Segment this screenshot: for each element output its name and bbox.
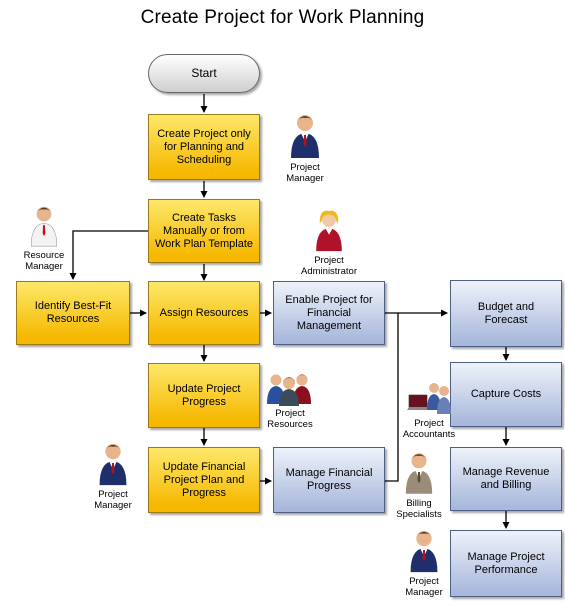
budget-forecast-node: Budget and Forecast [450,280,562,347]
manage-revenue-node: Manage Revenue and Billing [450,447,562,511]
line-enable-to-manage-financial [385,313,399,482]
update-financial-label: Update Financial Project Plan and Progre… [162,460,246,499]
role-project-accountants-label: Project Accountants [402,418,456,440]
start-label: Start [191,66,217,80]
create-tasks-label: Create Tasks Manually or from Work Plan … [154,211,254,250]
role-project-administrator-label: Project Administrator [301,255,357,277]
manage-financial-label: Manage Financial Progress [285,467,373,492]
role-project-manager-bottom-label: Project Manager [405,576,443,598]
role-project-resources: Project Resources [260,370,320,430]
role-billing-specialists: Billing Specialists [392,450,446,520]
identify-resources-label: Identify Best-Fit Resources [34,300,112,325]
team-icon [267,374,311,406]
role-project-manager-top-label: Project Manager [286,162,324,184]
create-tasks-node: Create Tasks Manually or from Work Plan … [148,199,260,263]
capture-costs-label: Capture Costs [470,388,542,400]
role-project-manager-top: Project Manager [276,112,334,184]
role-project-accountants: Project Accountants [396,380,462,440]
update-progress-node: Update Project Progress [148,363,260,428]
enable-project-node: Enable Project for Financial Management [273,281,385,345]
role-project-manager-left: Project Manager [84,441,142,511]
role-project-resources-label: Project Resources [267,408,313,430]
manage-financial-node: Manage Financial Progress [273,447,385,513]
update-progress-label: Update Project Progress [167,382,241,408]
accountants-icon [407,383,451,414]
create-project-node: Create Project only for Planning and Sch… [148,114,260,180]
role-project-manager-bottom: Project Manager [396,528,452,598]
identify-resources-node: Identify Best-Fit Resources [16,281,130,345]
capture-costs-node: Capture Costs [450,362,562,427]
budget-forecast-label: Budget and Forecast [477,300,535,326]
business-man-icon [99,443,127,486]
manage-revenue-label: Manage Revenue and Billing [462,466,550,491]
business-man-icon [30,206,58,247]
diagram-title: Create Project for Work Planning [140,7,425,28]
update-financial-node: Update Financial Project Plan and Progre… [148,447,260,513]
enable-project-label: Enable Project for Financial Management [285,293,373,332]
create-project-label: Create Project only for Planning and Sch… [157,127,251,166]
assign-resources-label: Assign Resources [159,306,249,319]
role-billing-specialists-label: Billing Specialists [396,498,442,520]
business-man-icon [291,115,319,158]
manage-performance-node: Manage Project Performance [450,530,562,597]
manage-performance-label: Manage Project Performance [467,550,545,576]
role-project-manager-left-label: Project Manager [94,489,132,511]
business-man-icon [405,453,433,494]
assign-resources-node: Assign Resources [148,281,260,345]
business-man-icon [410,530,438,573]
business-woman-icon [316,210,342,252]
role-resource-manager: Resource Manager [14,204,74,272]
role-resource-manager-label: Resource Manager [23,250,65,272]
start-node: Start [148,54,260,93]
arrow-tasks-to-identify [69,230,148,280]
role-project-administrator: Project Administrator [294,209,364,277]
